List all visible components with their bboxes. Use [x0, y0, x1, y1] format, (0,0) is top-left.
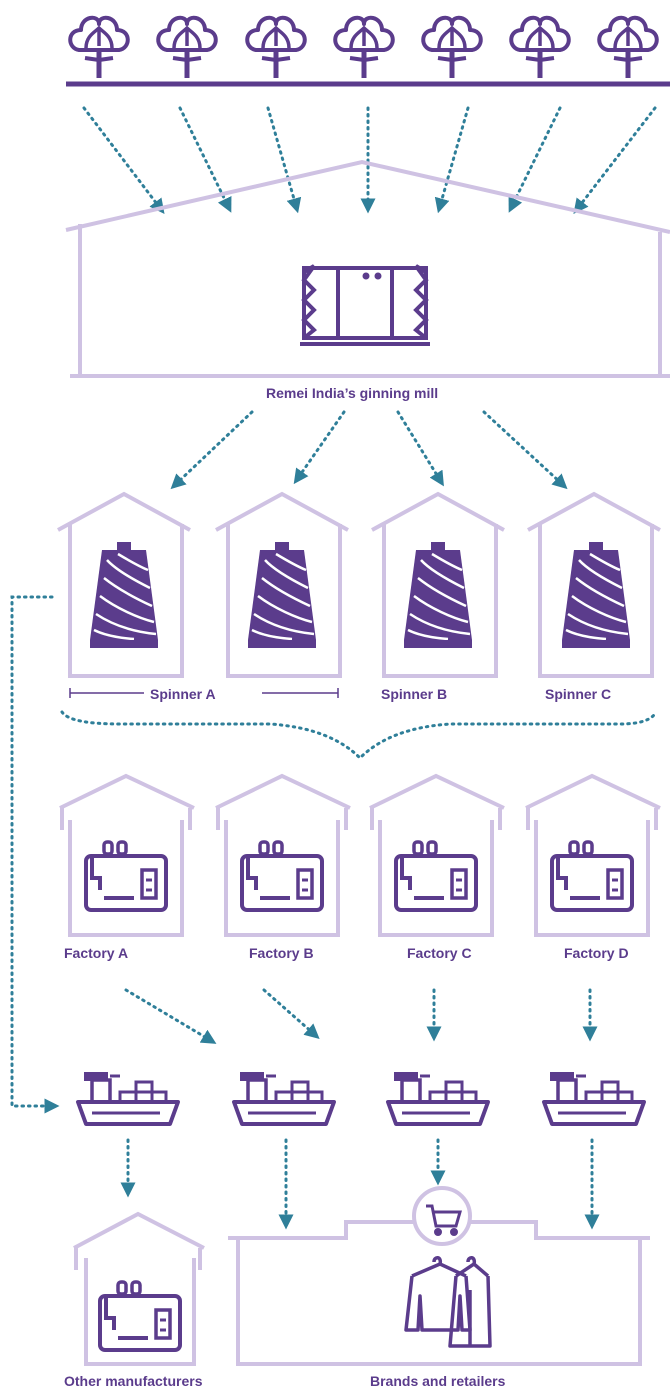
sewing-machine-icon [550, 840, 634, 912]
cotton-row [66, 18, 670, 87]
spinner-a-label: Spinner A [150, 686, 216, 702]
cotton-plant-icon [70, 18, 128, 78]
other-manufacturers-house [73, 1211, 205, 1366]
flow-arrow [434, 106, 470, 214]
spinner-a-bracket [69, 688, 339, 698]
sewing-machine-icon [394, 840, 478, 912]
brands-retailers-store [228, 1186, 650, 1366]
spinner-c-label: Spinner C [545, 686, 612, 702]
factory-d-label: Factory D [564, 945, 629, 961]
ginning-mill-building [65, 159, 670, 378]
yarn-spool-icon [560, 540, 632, 650]
flow-arrow [482, 410, 568, 490]
factory-c-label: Factory C [407, 945, 472, 961]
cotton-plant-icon [511, 18, 569, 78]
brands-retailers-label: Brands and retailers [370, 1373, 506, 1389]
factory-house [369, 773, 505, 937]
flow-arrow [82, 106, 165, 214]
flow-arrow [396, 410, 444, 487]
cotton-bale-icon [300, 264, 430, 346]
spinner-houses [57, 491, 661, 678]
ship-to-destination-arrows [120, 1138, 600, 1230]
factory-a-label: Factory A [64, 945, 129, 961]
flow-arrow [508, 106, 562, 213]
flow-arrow [266, 106, 302, 214]
converging-line [60, 710, 658, 761]
spinner-house [215, 491, 349, 678]
factory-to-ship-arrows [124, 988, 598, 1044]
cotton-plant-icon [158, 18, 216, 78]
flow-arrow [293, 410, 346, 485]
factory-house [215, 773, 351, 937]
sewing-machine-icon [84, 840, 168, 912]
flow-arrow [124, 988, 217, 1044]
bypass-flow [10, 595, 60, 1114]
cargo-ship-icon [76, 1070, 180, 1126]
cotton-to-mill-arrows [82, 106, 657, 214]
cotton-plant-icon [247, 18, 305, 78]
spinner-house [57, 491, 191, 678]
factory-house [59, 773, 195, 937]
cargo-ship-icon [542, 1070, 646, 1126]
spinner-b-label: Spinner B [381, 686, 448, 702]
yarn-spool-icon [246, 540, 318, 650]
spinner-house [527, 491, 661, 678]
cargo-ship-icon [232, 1070, 336, 1126]
flow-arrow [170, 410, 254, 490]
shopping-cart-icon [426, 1204, 462, 1236]
mill-to-spinner-arrows [170, 410, 568, 490]
bypass-arrow [10, 595, 60, 1114]
flow-arrow [262, 988, 320, 1039]
cotton-plant-icon [423, 18, 481, 78]
sewing-machine-icon [98, 1280, 182, 1352]
cotton-plant-icon [335, 18, 393, 78]
yarn-spool-icon [88, 540, 160, 650]
factory-b-label: Factory B [249, 945, 314, 961]
factory-houses [59, 773, 661, 937]
flow-arrow [178, 106, 232, 213]
flow-arrow [573, 106, 657, 214]
spinner-to-factory-flow [60, 710, 658, 761]
yarn-spool-icon [402, 540, 474, 650]
other-manufacturers-label: Other manufacturers [64, 1373, 203, 1389]
sewing-machine-icon [240, 840, 324, 912]
factory-house [525, 773, 661, 937]
cotton-plant-icon [599, 18, 657, 78]
cargo-ship-icon [386, 1070, 490, 1126]
spinner-house [371, 491, 505, 678]
clothes-on-hangers-icon [404, 1256, 492, 1348]
ginning-mill-label: Remei India’s ginning mill [266, 385, 439, 401]
